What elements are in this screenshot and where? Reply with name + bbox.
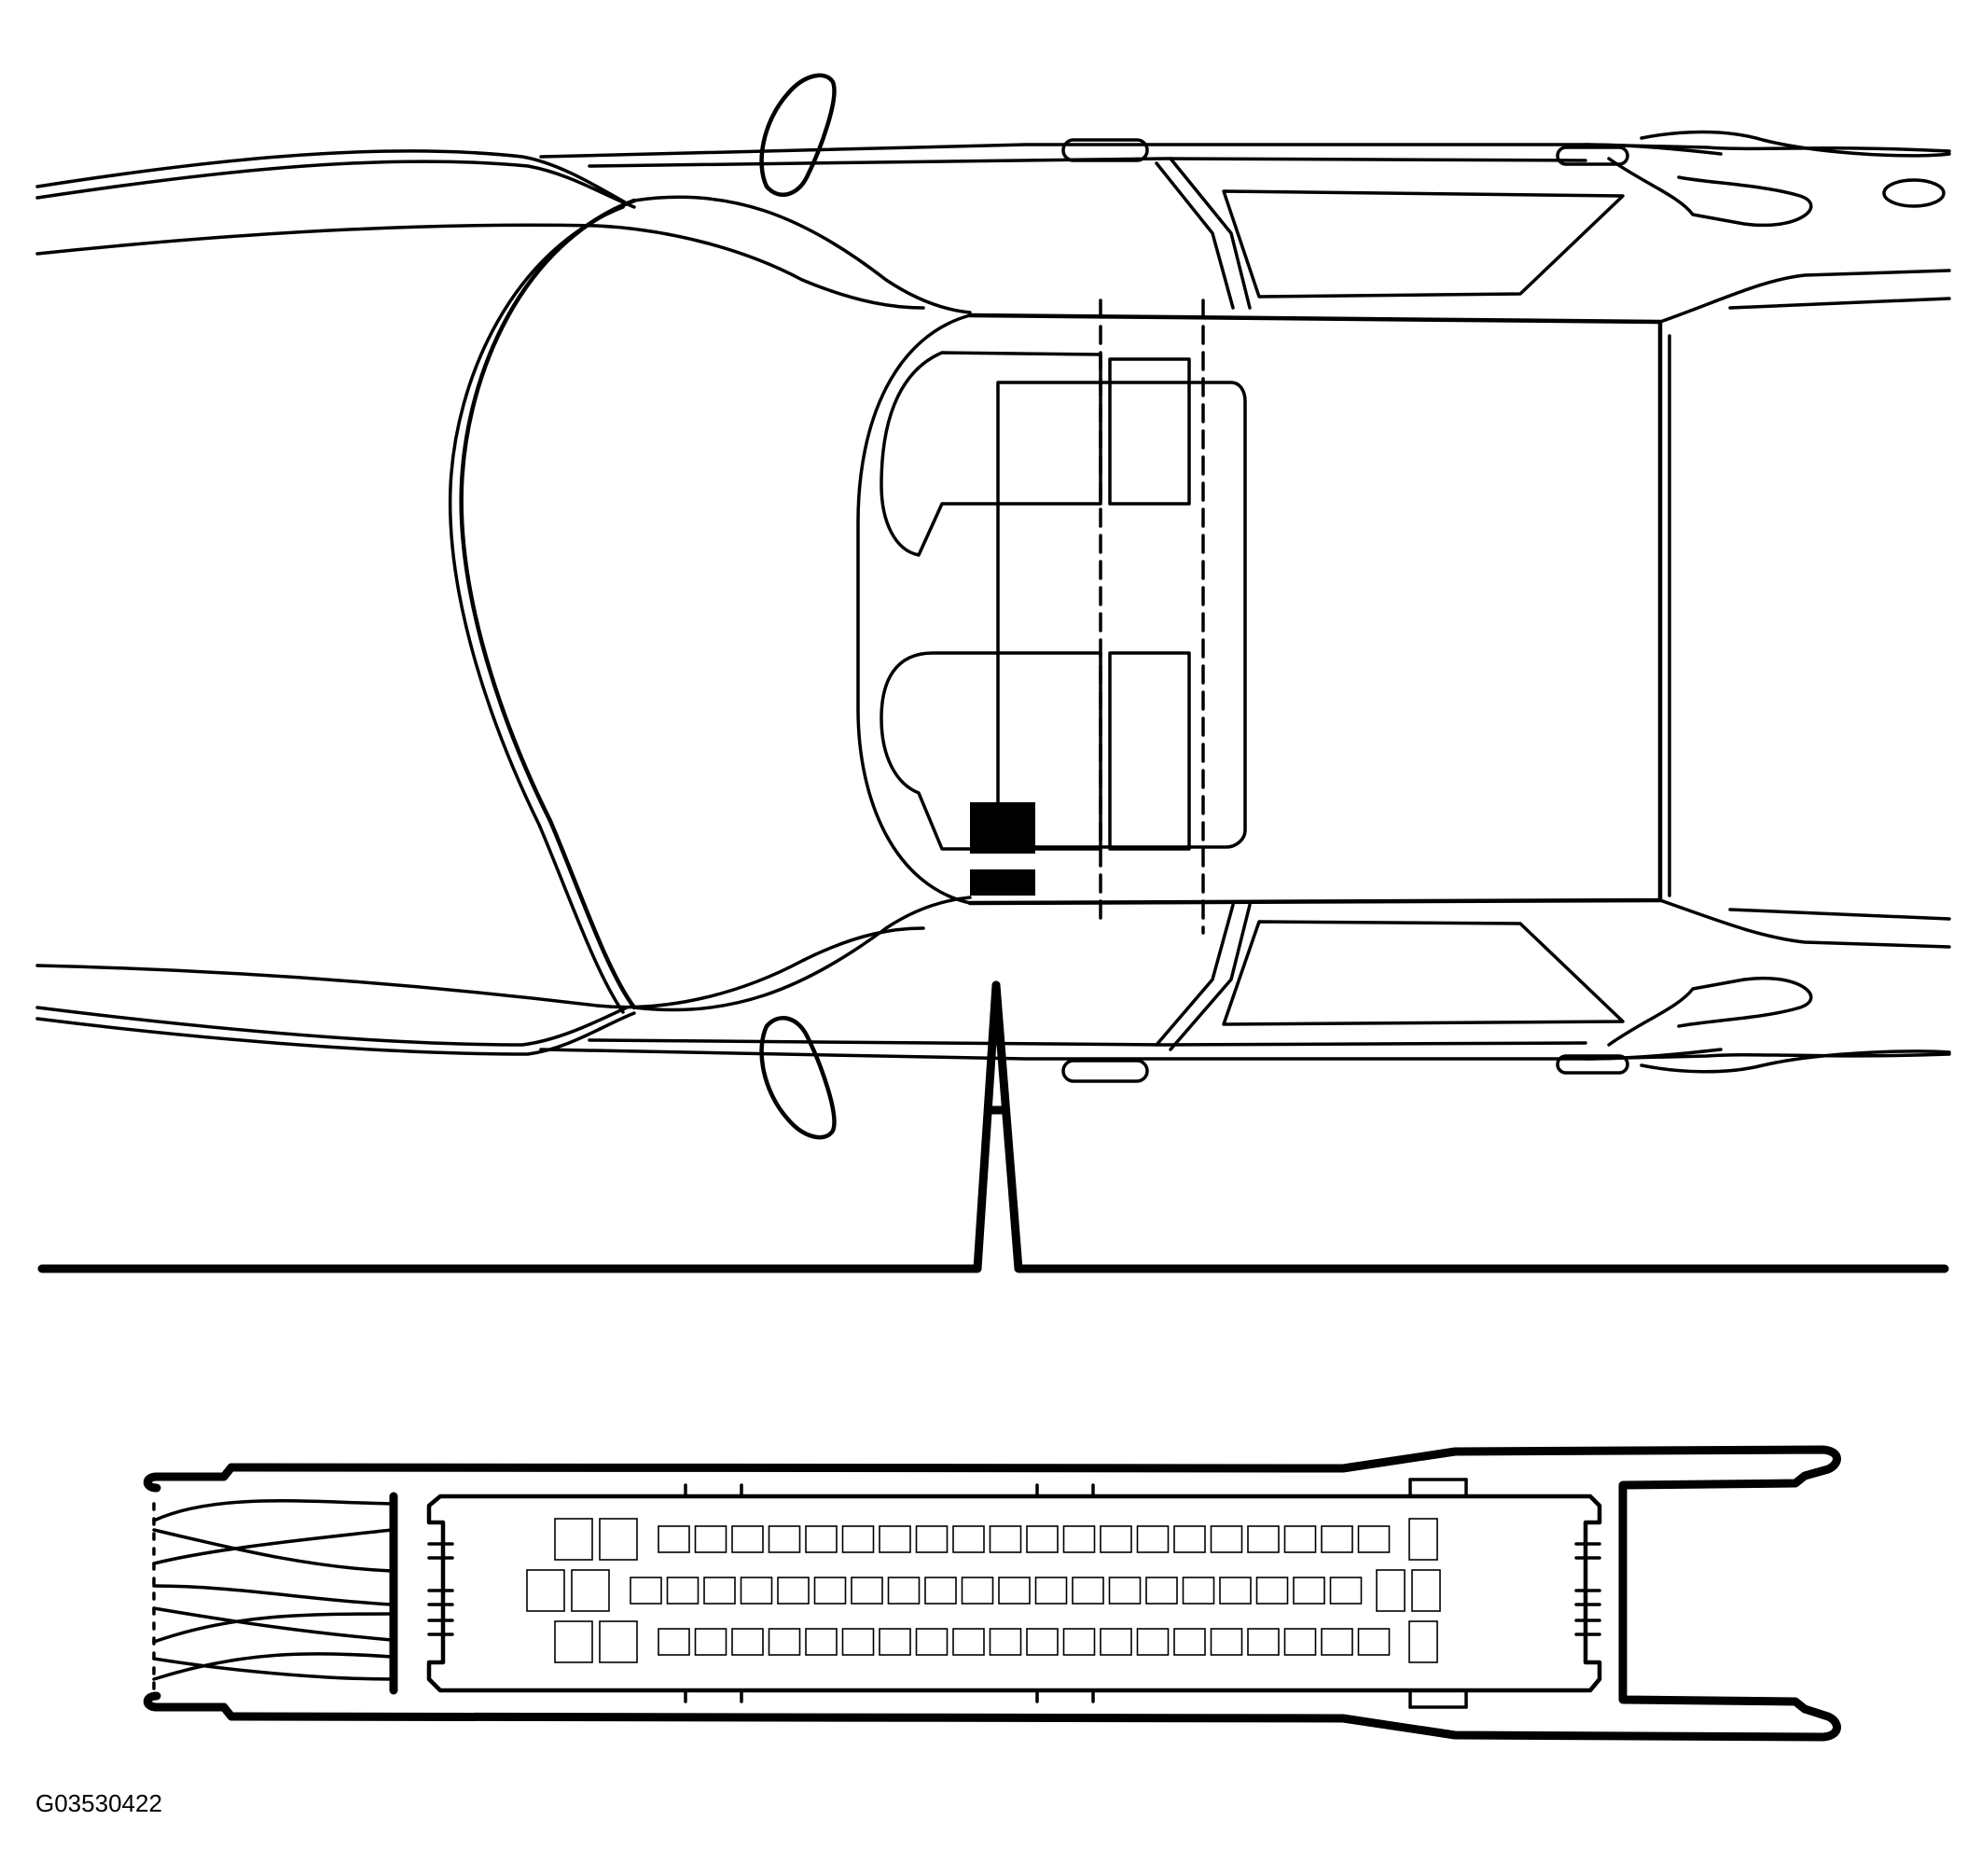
module-marker-upper — [970, 802, 1035, 854]
small-cavity — [666, 1577, 700, 1605]
small-cavity — [694, 1628, 727, 1656]
small-cavity — [1357, 1525, 1391, 1553]
small-cavity — [879, 1628, 911, 1656]
small-cavity — [768, 1628, 801, 1656]
small-cavity — [1255, 1577, 1289, 1605]
small-cavity — [1145, 1577, 1178, 1605]
large-cavity — [526, 1569, 565, 1612]
wire-harness — [152, 1499, 394, 1692]
small-cavity — [731, 1628, 764, 1656]
vehicle-top-view — [35, 73, 1951, 1140]
small-cavity — [805, 1628, 838, 1656]
small-cavity — [952, 1525, 985, 1553]
small-cavity — [1173, 1628, 1206, 1656]
small-cavity — [841, 1525, 875, 1553]
terminal-cavities — [526, 1518, 1441, 1663]
latch-ribs — [427, 1478, 1601, 1709]
large-cavity — [554, 1620, 593, 1663]
small-cavity — [961, 1577, 994, 1605]
large-cavity — [571, 1569, 610, 1612]
small-cavity — [989, 1628, 1022, 1656]
small-cavity — [1173, 1525, 1206, 1553]
small-cavity — [1321, 1525, 1353, 1553]
large-cavity — [1411, 1569, 1441, 1612]
small-cavity — [740, 1577, 773, 1605]
small-cavity — [924, 1577, 957, 1605]
windshield — [448, 195, 972, 1014]
small-cavity — [1321, 1628, 1353, 1656]
large-cavity — [1376, 1569, 1406, 1612]
small-cavity — [915, 1525, 949, 1553]
small-cavity — [1136, 1628, 1170, 1656]
large-cavity — [554, 1518, 593, 1561]
small-cavity — [952, 1628, 985, 1656]
small-cavity — [1062, 1525, 1096, 1553]
large-cavity — [599, 1518, 638, 1561]
small-cavity — [1026, 1525, 1059, 1553]
figure-id: G03530422 — [35, 1789, 162, 1817]
small-cavity — [1062, 1628, 1096, 1656]
small-cavity — [694, 1525, 727, 1553]
small-cavity — [805, 1525, 838, 1553]
small-cavity — [998, 1577, 1031, 1605]
small-cavity — [777, 1577, 810, 1605]
small-cavity — [658, 1628, 690, 1656]
small-cavity — [879, 1525, 911, 1553]
small-cavity — [1136, 1525, 1170, 1553]
door-windows — [1099, 157, 1625, 1051]
mirror-left — [759, 73, 837, 197]
small-cavity — [851, 1577, 883, 1605]
front-fender-top — [35, 149, 925, 310]
small-cavity — [1247, 1525, 1280, 1553]
small-cavity — [1034, 1577, 1068, 1605]
small-cavity — [703, 1577, 736, 1605]
large-cavity — [1408, 1518, 1438, 1561]
small-cavity — [1182, 1577, 1215, 1605]
roof — [856, 269, 1951, 949]
large-cavity — [599, 1620, 638, 1663]
small-cavity — [841, 1628, 875, 1656]
small-cavity — [1283, 1628, 1317, 1656]
small-cavity — [1357, 1628, 1391, 1656]
small-cavity — [1210, 1628, 1243, 1656]
small-cavity — [1072, 1577, 1104, 1605]
small-cavity — [813, 1577, 847, 1605]
callout-leader — [37, 980, 1949, 1273]
connector-housing — [152, 1445, 1841, 1742]
small-cavity — [1293, 1577, 1325, 1605]
small-cavity — [1210, 1525, 1243, 1553]
small-cavity — [658, 1525, 690, 1553]
small-cavity — [630, 1577, 662, 1605]
small-cavity — [915, 1628, 949, 1656]
module-location-marker — [970, 802, 1035, 896]
small-cavity — [1329, 1577, 1363, 1605]
small-cavity — [989, 1525, 1022, 1553]
small-cavity — [1108, 1577, 1142, 1605]
small-cavity — [1247, 1628, 1280, 1656]
connector-detail — [143, 1445, 1841, 1742]
module-marker-lower — [970, 869, 1035, 896]
small-cavity — [887, 1577, 921, 1605]
mirror-right — [759, 1016, 837, 1140]
front-fender-bottom — [35, 926, 925, 1056]
connector-body — [426, 1494, 1602, 1693]
seats — [880, 351, 1247, 851]
small-cavity — [1283, 1525, 1317, 1553]
large-cavity — [1408, 1620, 1438, 1663]
small-cavity — [1100, 1628, 1132, 1656]
small-cavity — [1219, 1577, 1252, 1605]
body-side-top — [539, 130, 1951, 228]
small-cavity — [1026, 1628, 1059, 1656]
small-cavity — [768, 1525, 801, 1553]
body-side-bottom — [539, 976, 1951, 1083]
small-cavity — [1100, 1525, 1132, 1553]
small-cavity — [731, 1525, 764, 1553]
